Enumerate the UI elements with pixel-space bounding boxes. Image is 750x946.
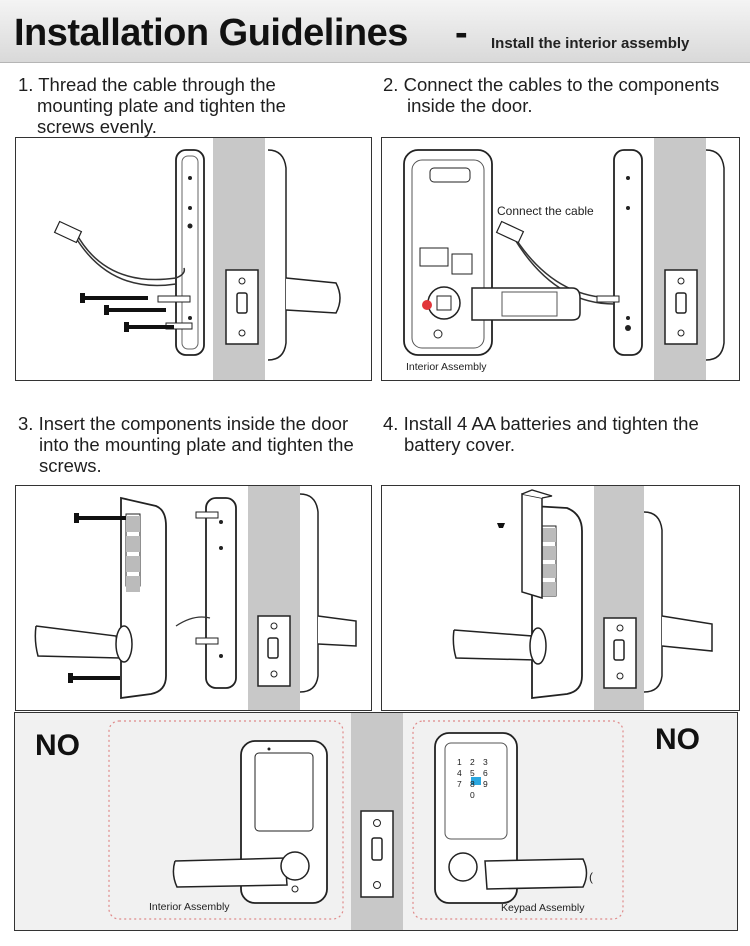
right-no-label: NO — [655, 723, 700, 756]
key-4: 4 — [457, 768, 462, 778]
right-dotted-box — [412, 720, 624, 920]
key-7: 7 — [457, 779, 462, 789]
page-subtitle: Install the interior assembly — [491, 35, 690, 52]
keypad-keys: 1 2 3 4 5 6 7 8 9 0 — [457, 757, 497, 801]
page-title: Installation Guidelines — [14, 12, 408, 54]
step-3-line-1: Insert the components inside the door — [38, 413, 349, 434]
step-1-number: 1. — [18, 74, 34, 95]
step-4-line-1: Install 4 AA batteries and tighten the — [403, 413, 699, 434]
left-no-label: NO — [35, 729, 80, 762]
svg-text:(: ( — [589, 870, 593, 884]
step-3-number: 3. — [18, 413, 34, 434]
step-2-line-1: Connect the cables to the components — [403, 74, 720, 95]
interior-assembly-caption: Interior Assembly — [406, 361, 487, 373]
exterior-lever — [484, 858, 588, 890]
step-2-line-2: inside the door. — [407, 95, 533, 116]
left-dotted-box — [108, 720, 344, 920]
step-4-text: 4. Install 4 AA batteries and tighten th… — [383, 413, 699, 455]
key-0: 0 — [470, 790, 475, 800]
step-1-line-3: screws evenly. — [37, 116, 157, 137]
interior-lever — [172, 857, 288, 888]
step-4-line-2: battery cover. — [404, 434, 516, 455]
step-1-line-2: mounting plate and tighten the — [37, 95, 286, 116]
incorrect-examples-panel: ( NO NO Interior Assembly Keypad Assembl… — [14, 712, 738, 931]
key-1: 1 — [457, 757, 462, 767]
interior-lever — [471, 287, 581, 321]
exterior-lever — [285, 277, 341, 314]
cable — [75, 232, 186, 281]
step-4-illustration — [381, 485, 740, 711]
battery-cover — [521, 493, 543, 600]
step-1-line-1: Thread the cable through the — [38, 74, 276, 95]
key-2: 2 — [470, 757, 475, 767]
red-indicator — [422, 300, 432, 310]
mounting-plate — [613, 149, 643, 356]
step-3-line-3: screws. — [39, 455, 102, 476]
interior-assembly-caption: Interior Assembly — [149, 901, 230, 913]
key-5: 5 — [470, 768, 475, 778]
key-3: 3 — [483, 757, 488, 767]
interior-lever — [34, 625, 121, 659]
step-3-illustration — [15, 485, 372, 711]
latch-plate — [225, 269, 259, 345]
step-2-number: 2. — [383, 74, 399, 95]
connect-cable-callout: Connect the cable — [497, 204, 594, 218]
cable-connector — [495, 220, 525, 244]
page-header: Installation Guidelines - Install the in… — [0, 0, 750, 63]
blue-indicator — [471, 777, 481, 785]
step-3-text: 3. Insert the components inside the door… — [18, 413, 354, 476]
exterior-housing — [267, 149, 287, 361]
step-1-illustration — [15, 137, 372, 381]
step-2-text: 2. Connect the cables to the components … — [383, 74, 719, 116]
mounting-plate — [205, 497, 237, 689]
mounting-plate — [175, 149, 205, 356]
step-2-illustration: Connect the cable Interior Assembly — [381, 137, 740, 381]
cover-screw — [497, 523, 505, 528]
key-6: 6 — [483, 768, 488, 778]
key-9: 9 — [483, 779, 488, 789]
step-1-text: 1. Thread the cable through the mounting… — [18, 74, 286, 137]
step-4-number: 4. — [383, 413, 399, 434]
keypad-assembly-caption: Keypad Assembly — [501, 902, 585, 914]
step-3-line-2: into the mounting plate and tighten the — [39, 434, 354, 455]
cable-connector — [53, 220, 83, 244]
key-8: 8 — [470, 779, 475, 789]
title-separator: - — [455, 12, 468, 54]
interior-lever — [452, 629, 537, 661]
